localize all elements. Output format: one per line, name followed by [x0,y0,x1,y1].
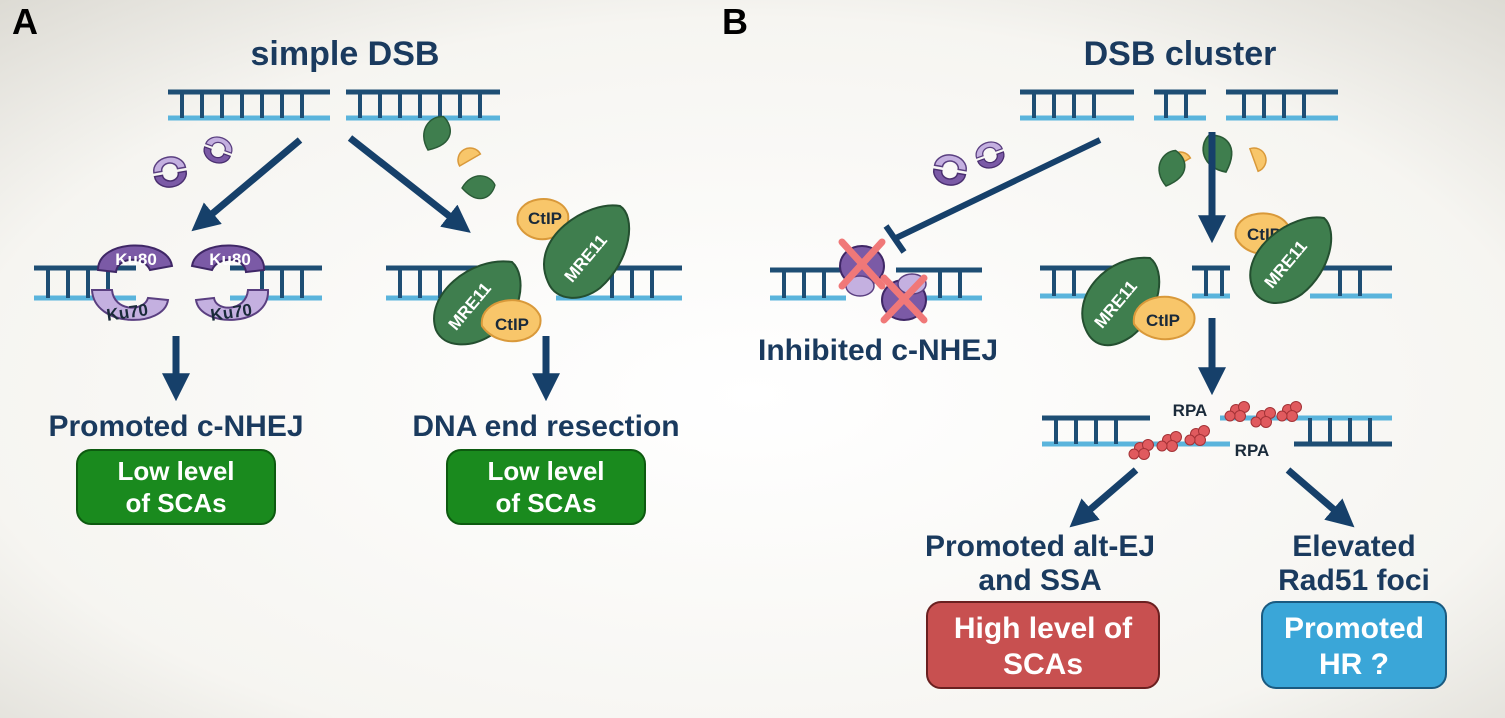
dna-cluster-top [1020,89,1338,121]
low-scas-box-left: Low level of SCAs [76,449,276,525]
arrow-to-mre11 [347,135,471,233]
dna-top-left [168,89,330,121]
ku80-label-right: Ku80 [209,250,251,269]
rpa-label-1: RPA [1173,401,1208,420]
dna-top-right [346,89,500,121]
arrow-to-rad51 [1285,467,1355,528]
red-x-icon-2 [880,274,928,324]
ku-complex-left: Ku80 Ku70 [90,244,174,325]
low-scas-right-line2: of SCAs [495,488,596,518]
alt-ej-label-line1: Promoted alt-EJ [925,530,1155,563]
ctip-label-b1: CtIP [1146,311,1180,330]
promoted-hr-line1: Promoted [1284,612,1424,645]
arrow-to-alt-ej [1069,467,1139,528]
low-scas-right-line1: Low level [487,456,604,486]
arrow-to-ku [191,137,303,232]
mre11-ctip-complex-b: MRE11 CtIP CtIP MRE11 [1081,212,1333,346]
high-scas-box: High level of SCAs [926,601,1160,689]
promoted-hr-line2: HR ? [1319,648,1389,681]
ctip-label-a2: CtIP [495,315,529,334]
dna-inhibited [770,267,982,301]
panel-b-letter: B [722,1,748,42]
low-scas-box-right: Low level of SCAs [446,449,646,525]
rad51-label-line1: Elevated [1292,530,1415,563]
mre11-ctip-complex-a: CtIP MRE11 MRE11 CtIP [433,198,631,346]
low-scas-left-line2: of SCAs [125,488,226,518]
ku80-label-left: Ku80 [115,250,157,269]
inhibition-line [894,137,1102,241]
panel-b: B DSB cluster [722,1,1447,689]
promoted-hr-box: Promoted HR ? [1261,601,1447,689]
panel-a: A simple DSB [12,1,682,525]
rpa-label-2: RPA [1235,441,1270,460]
ctip-label-a1: CtIP [528,209,562,228]
ku-complex-right: Ku80 Ku70 [190,244,270,325]
red-x-icon-1 [838,238,886,290]
alt-ej-label-line2: and SSA [978,564,1101,597]
panel-b-title: DSB cluster [1084,35,1277,73]
high-scas-line2: SCAs [1003,648,1083,681]
panel-a-letter: A [12,1,38,42]
panel-a-title: simple DSB [251,35,440,73]
low-scas-left-line1: Low level [117,456,234,486]
promoted-c-nhej-label: Promoted c-NHEJ [48,410,303,443]
dna-end-resection-label: DNA end resection [412,410,679,443]
high-scas-line1: High level of [954,612,1133,645]
rad51-label-line2: Rad51 foci [1278,564,1430,597]
inhibition-bar [883,224,907,254]
inhibited-c-nhej-label: Inhibited c-NHEJ [758,334,998,367]
